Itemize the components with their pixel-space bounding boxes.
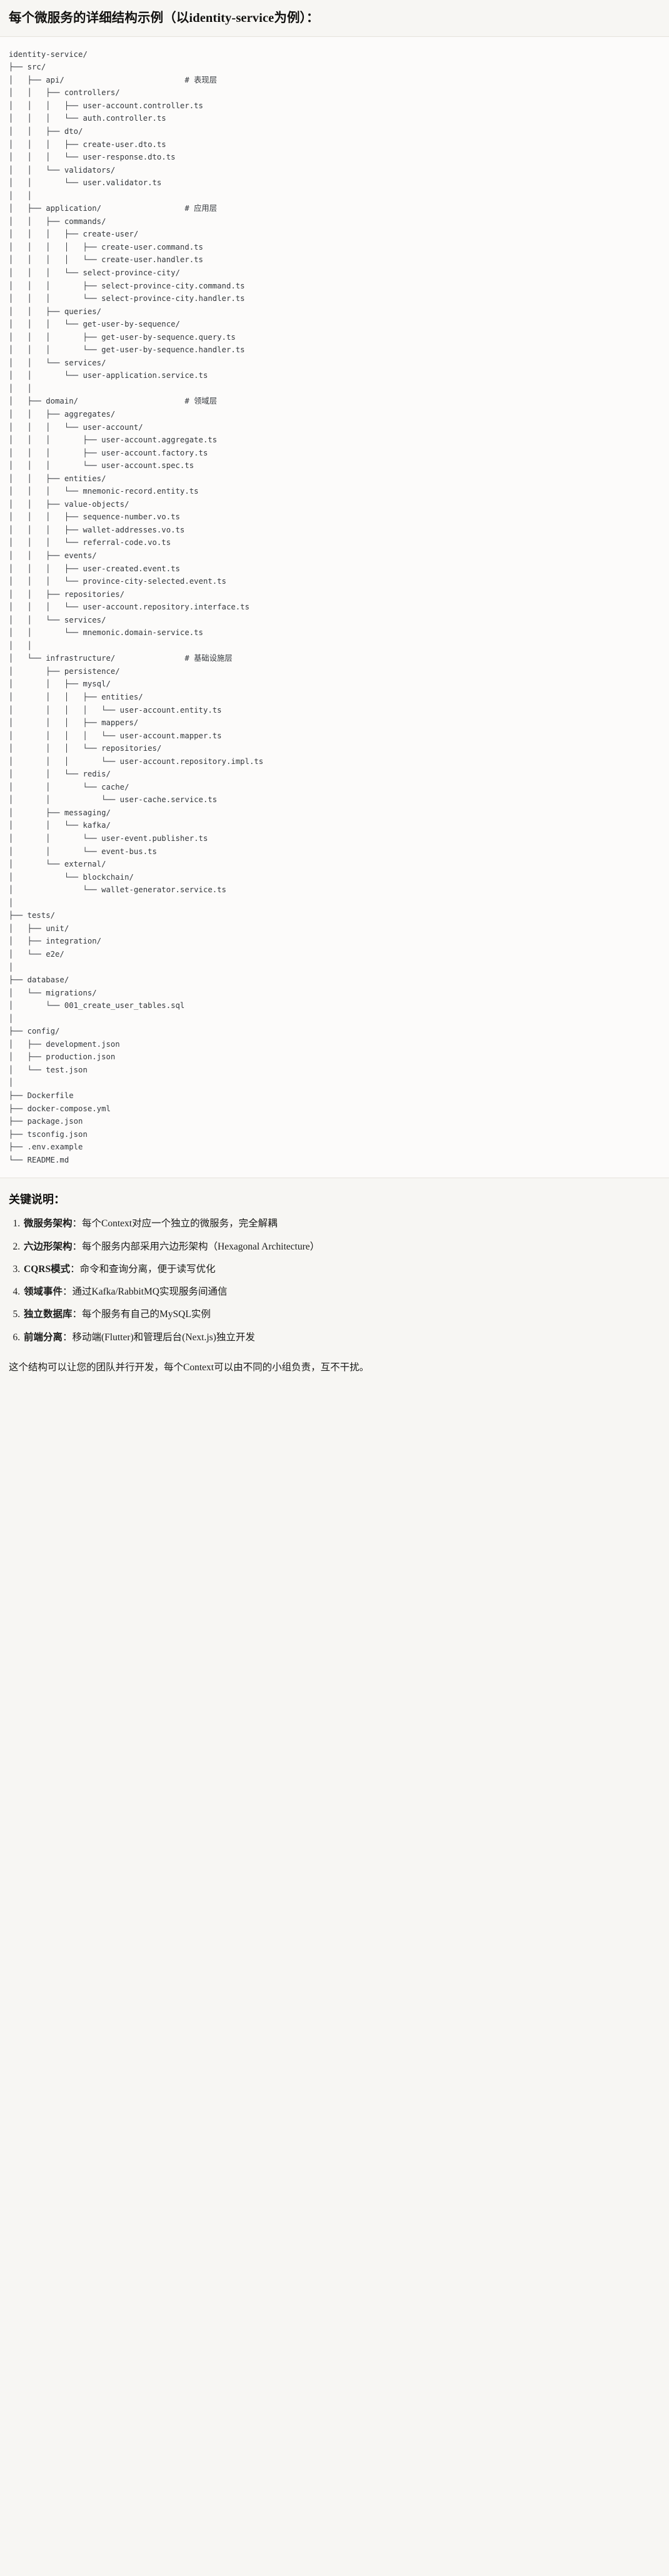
directory-tree-block: identity-service/ ├── src/ │ ├── api/ # … xyxy=(0,36,669,1178)
key-points-heading: 关键说明： xyxy=(9,1193,65,1206)
title-divider xyxy=(0,36,669,37)
key-point-desc: ：移动端(Flutter)和管理后台(Next.js)独立开发 xyxy=(63,1331,255,1343)
closing-paragraph: 这个结构可以让您的团队并行开发，每个Context可以由不同的小组负责，互不干扰… xyxy=(9,1362,370,1373)
page-title: 每个微服务的详细结构示例（以identity-service为例）： xyxy=(9,11,319,25)
key-point-term: 微服务架构 xyxy=(24,1218,73,1229)
key-point-desc: ：命令和查询分离，便于读写优化 xyxy=(70,1263,216,1275)
key-point-desc: ：每个服务有自己的MySQL实例 xyxy=(72,1309,211,1320)
key-points-list: 微服务架构：每个Context对应一个独立的微服务，完全解耦 六边形架构：每个服… xyxy=(9,1216,660,1345)
key-point-term: 六边形架构 xyxy=(24,1241,73,1252)
key-point-desc: ：每个Context对应一个独立的微服务，完全解耦 xyxy=(72,1218,278,1229)
key-point-desc: ：通过Kafka/RabbitMQ实现服务间通信 xyxy=(63,1286,228,1298)
list-item: 独立数据库：每个服务有自己的MySQL实例 xyxy=(23,1307,660,1321)
directory-tree: identity-service/ ├── src/ │ ├── api/ # … xyxy=(9,49,264,1164)
key-point-term: 领域事件 xyxy=(24,1286,63,1298)
list-item: 前端分离：移动端(Flutter)和管理后台(Next.js)独立开发 xyxy=(23,1330,660,1345)
list-item: 六边形架构：每个服务内部采用六边形架构（Hexagonal Architectu… xyxy=(23,1240,660,1254)
document-page: 每个微服务的详细结构示例（以identity-service为例）： ident… xyxy=(0,0,669,1389)
key-point-term: 前端分离 xyxy=(24,1331,63,1343)
key-point-term: CQRS模式 xyxy=(24,1263,71,1275)
key-points-section: 关键说明： 微服务架构：每个Context对应一个独立的微服务，完全解耦 六边形… xyxy=(0,1178,669,1355)
list-item: CQRS模式：命令和查询分离，便于读写优化 xyxy=(23,1262,660,1276)
key-point-desc: ：每个服务内部采用六边形架构（Hexagonal Architecture） xyxy=(72,1241,320,1252)
list-item: 微服务架构：每个Context对应一个独立的微服务，完全解耦 xyxy=(23,1216,660,1231)
list-item: 领域事件：通过Kafka/RabbitMQ实现服务间通信 xyxy=(23,1285,660,1299)
key-point-term: 独立数据库 xyxy=(24,1309,73,1320)
